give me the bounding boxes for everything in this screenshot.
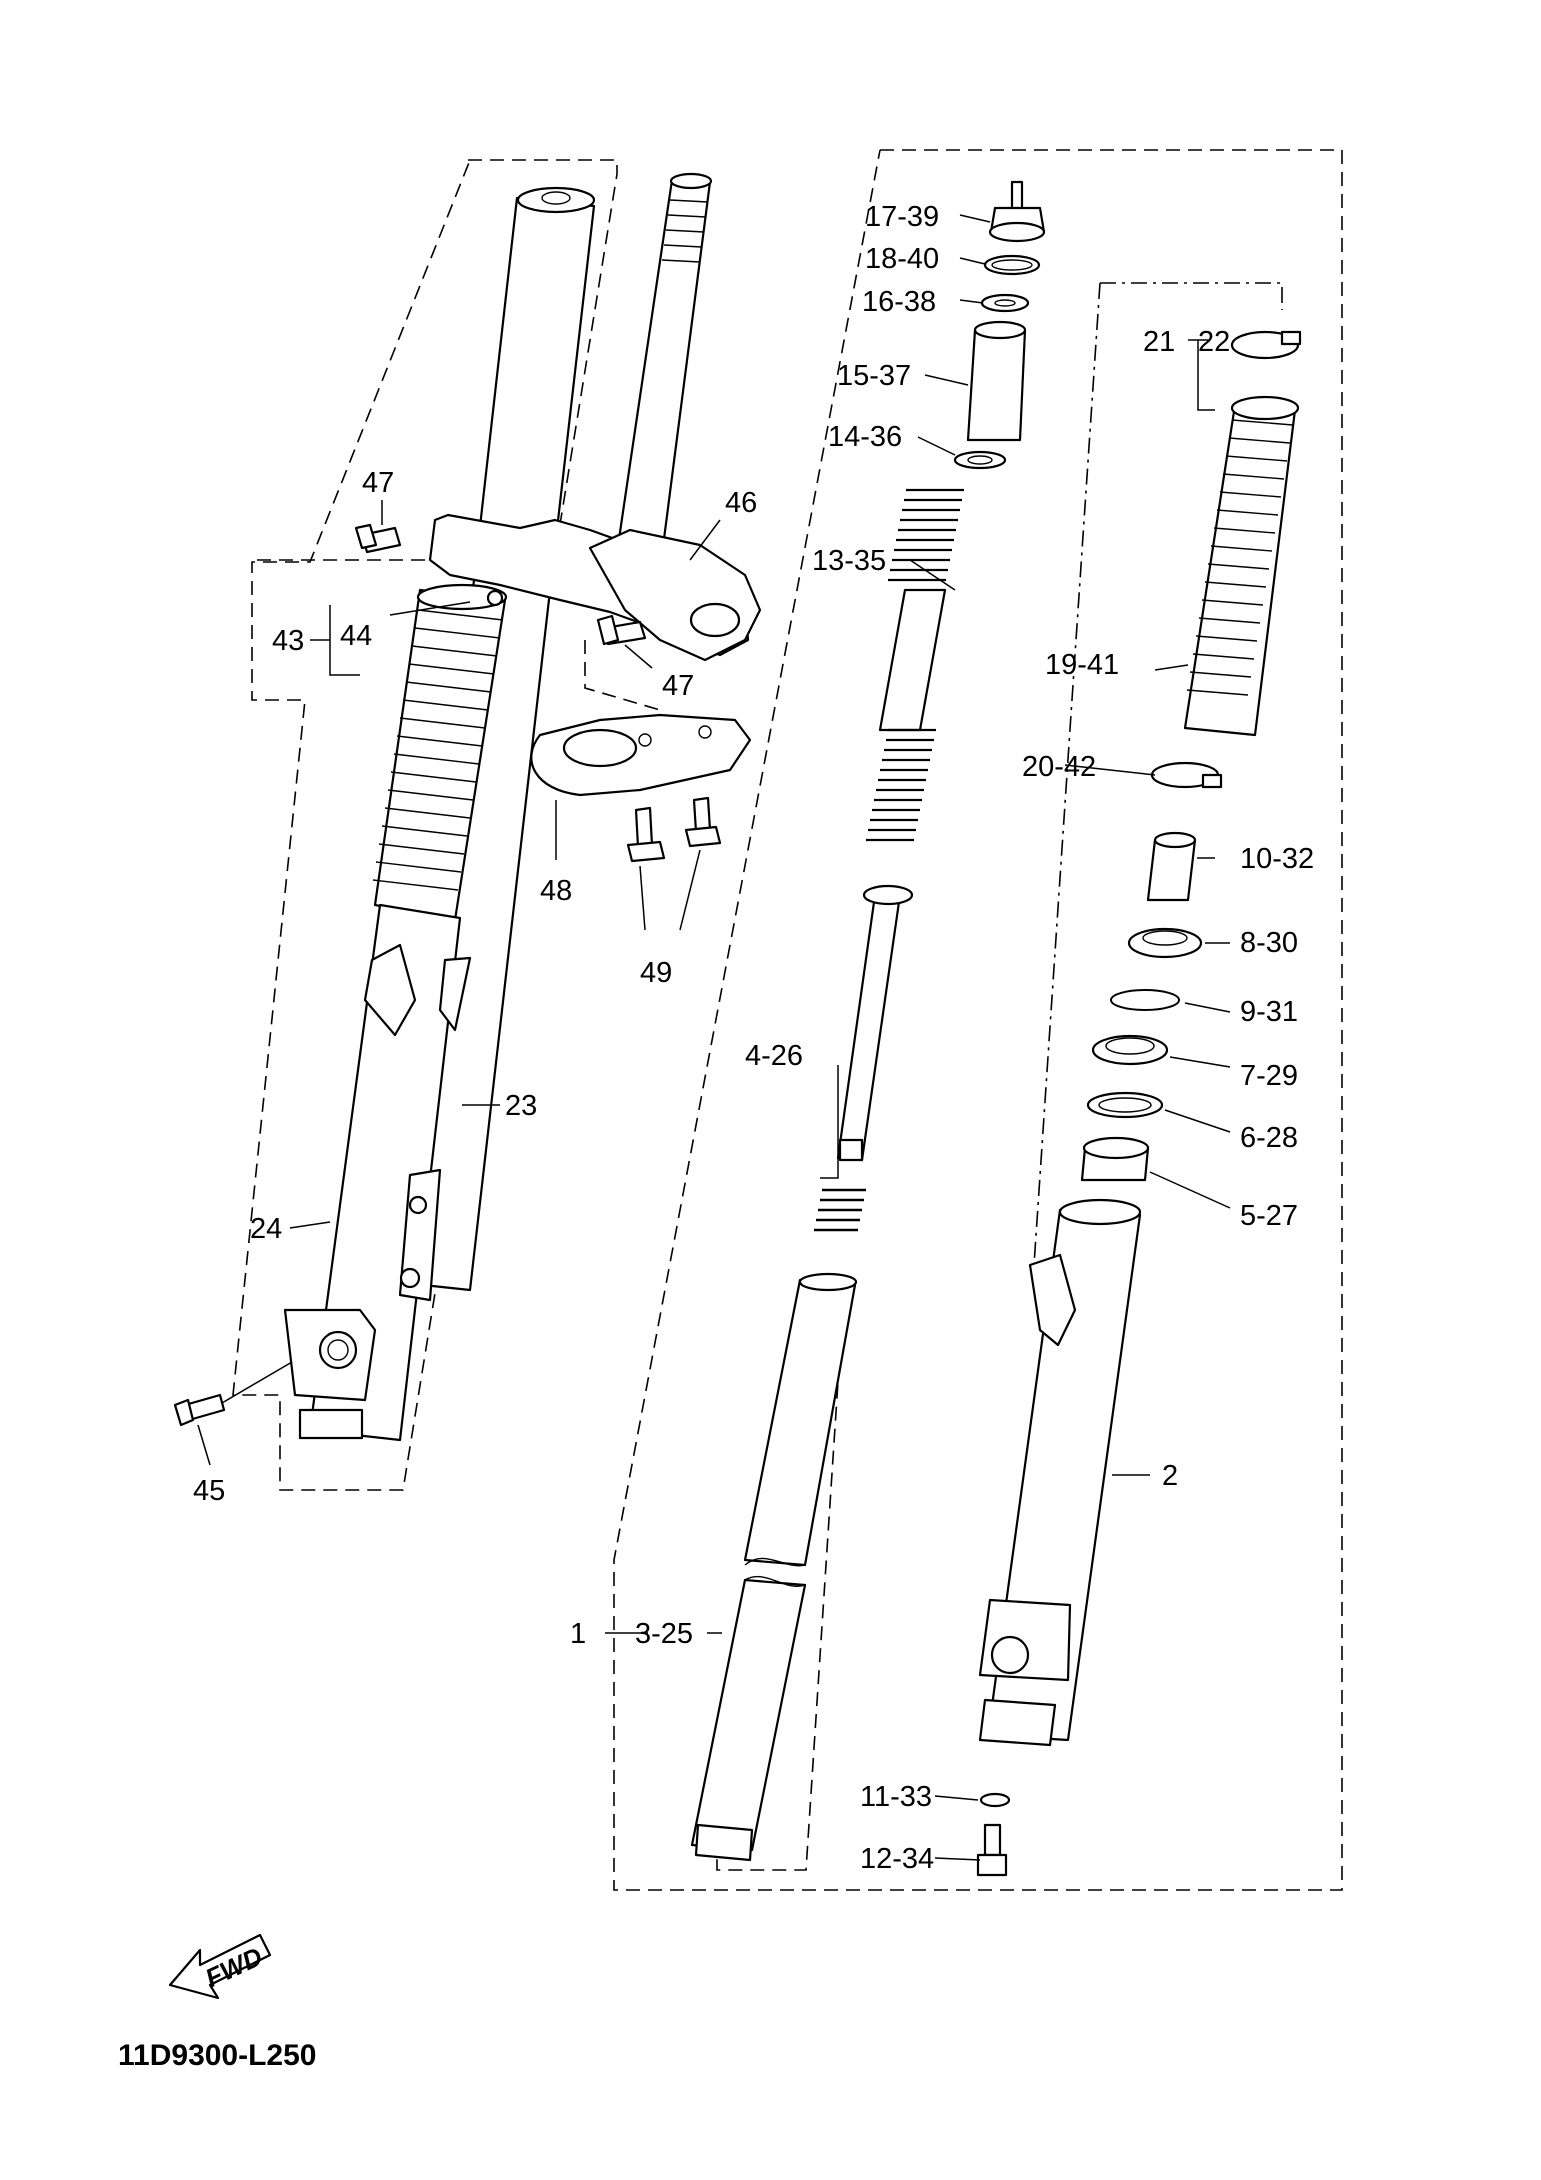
callout-labels: 17-39 18-40 16-38 15-37 14-36 13-35 4-26… — [193, 201, 1314, 1875]
left-boot-part — [372, 583, 508, 922]
frame-inner-tube-group — [716, 1274, 846, 1871]
fwd-arrow-icon: FWD — [168, 1933, 272, 2000]
left-outer-tube-part — [283, 903, 472, 1442]
callout-22: 22 — [1198, 326, 1230, 358]
frame-bracket-group — [584, 640, 661, 711]
callout-8-30: 8-30 — [1240, 927, 1298, 959]
callout-47-upper: 47 — [362, 467, 394, 499]
callout-24: 24 — [250, 1213, 282, 1245]
callout-46: 46 — [725, 487, 757, 519]
callout-9-31: 9-31 — [1240, 996, 1298, 1028]
callout-18-40: 18-40 — [865, 243, 939, 275]
callout-4-26: 4-26 — [745, 1040, 803, 1072]
callout-6-28: 6-28 — [1240, 1122, 1298, 1154]
center-internal-parts — [690, 180, 1046, 1862]
callout-44: 44 — [340, 620, 372, 652]
callout-12-34: 12-34 — [860, 1843, 934, 1875]
bracket-bolts-part — [626, 796, 722, 863]
callout-17-39: 17-39 — [865, 201, 939, 233]
callout-23: 23 — [505, 1090, 537, 1122]
callout-14-36: 14-36 — [828, 421, 902, 453]
frame-center-assembly — [613, 149, 1343, 1891]
callout-43: 43 — [272, 625, 304, 657]
diagram-code: 11D9300-L250 — [118, 2039, 317, 2072]
left-fork-assembly — [173, 172, 762, 1442]
callout-11-33: 11-33 — [860, 1781, 932, 1813]
callout-20-42: 20-42 — [1022, 751, 1096, 783]
callout-7-29: 7-29 — [1240, 1060, 1298, 1092]
callout-3-25: 3-25 — [635, 1618, 693, 1650]
callout-2: 2 — [1162, 1460, 1178, 1492]
callout-15-37: 15-37 — [837, 360, 911, 392]
callout-49: 49 — [640, 957, 672, 989]
callout-19-41: 19-41 — [1045, 649, 1119, 681]
bottom-bracket-part — [530, 713, 752, 797]
leader-lines — [197, 214, 1231, 1861]
callout-5-27: 5-27 — [1240, 1200, 1298, 1232]
callout-21: 21 — [1143, 326, 1175, 358]
callout-45: 45 — [193, 1475, 225, 1507]
callout-1: 1 — [570, 1618, 586, 1650]
callout-47-lower: 47 — [662, 670, 694, 702]
callout-48: 48 — [540, 875, 572, 907]
callout-16-38: 16-38 — [862, 286, 936, 318]
rebound-spring-part — [814, 1188, 866, 1232]
frame-left-assembly — [232, 159, 618, 1491]
callout-13-35: 13-35 — [812, 545, 886, 577]
frame-right-dashdot — [1032, 282, 1283, 1281]
callout-10-32: 10-32 — [1240, 843, 1314, 875]
fork-spring-part — [866, 488, 964, 842]
right-outer-parts — [976, 330, 1302, 1877]
